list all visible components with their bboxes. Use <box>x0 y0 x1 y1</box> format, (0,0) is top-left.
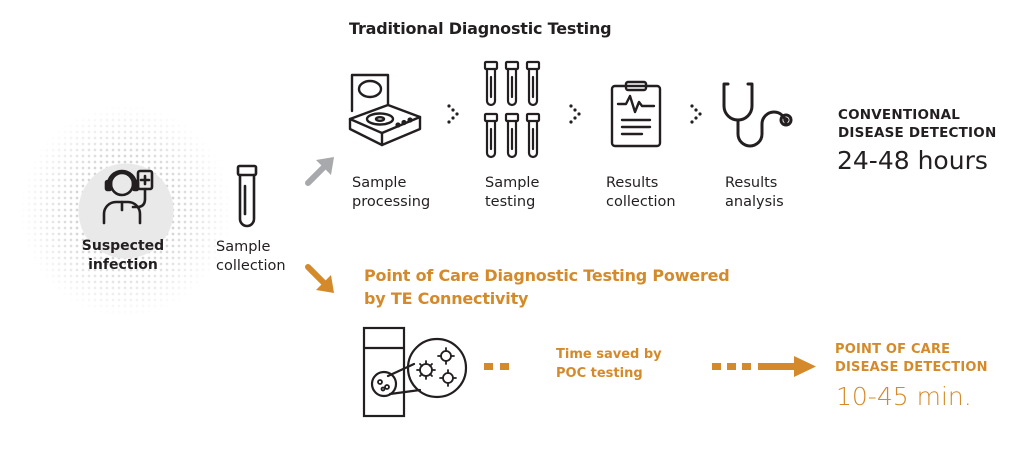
poc-detection-time: 10-45 min. <box>836 382 972 411</box>
step-analysis-label: Results analysis <box>725 175 784 210</box>
conventional-detection-heading: CONVENTIONAL DISEASE DETECTION <box>838 107 997 141</box>
traditional-title: Traditional Diagnostic Testing <box>349 19 612 38</box>
chevron-right-icon <box>690 104 702 124</box>
sample-collection-label: Sample collection <box>216 239 286 274</box>
clipboard-icon <box>610 80 662 148</box>
stethoscope-icon <box>722 82 793 148</box>
chevron-right-icon <box>569 104 581 124</box>
time-gap-dashes-icon <box>484 363 509 370</box>
step-processing-label: Sample processing <box>352 175 431 210</box>
arrow-down-right-icon <box>305 264 334 293</box>
centrifuge-icon <box>348 73 422 147</box>
patient-halo <box>20 105 232 317</box>
poc-device-icon <box>362 326 468 418</box>
poc-title: Point of Care Diagnostic Testing Powered… <box>364 266 730 308</box>
step-collection-label: Results collection <box>606 175 676 210</box>
chevron-right-icon <box>447 104 459 124</box>
arrow-right-icon <box>712 356 816 377</box>
conventional-detection-time: 24-48 hours <box>837 146 988 175</box>
arrow-up-right-icon <box>305 157 334 186</box>
sample-tube-icon <box>236 164 258 228</box>
test-tubes-icon <box>483 60 541 159</box>
patient-icon <box>102 169 154 225</box>
time-saved-label: Time saved by POC testing <box>556 347 662 381</box>
poc-detection-heading: POINT OF CARE DISEASE DETECTION <box>835 342 988 375</box>
patient-label: Suspected infection <box>81 238 165 273</box>
step-testing-label: Sample testing <box>485 175 540 210</box>
